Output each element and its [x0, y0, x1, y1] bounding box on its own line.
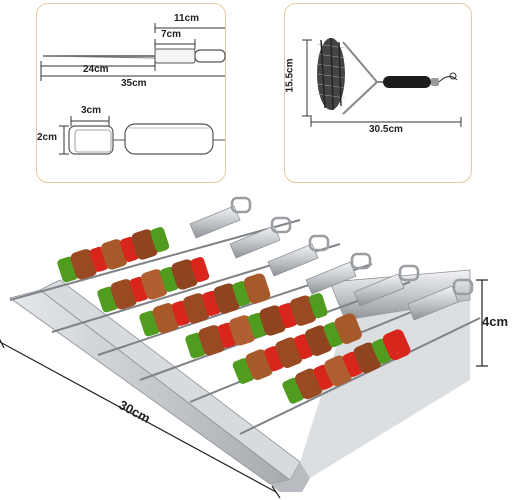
kebab-rack-photo — [0, 196, 488, 499]
grip-width-label: 7cm — [161, 29, 182, 40]
base-height-label: 2cm — [37, 132, 58, 143]
head-width-label: 11cm — [174, 13, 200, 24]
brush-height-label: 15.5cm — [284, 58, 296, 93]
rack-height-label: 4cm — [482, 314, 509, 329]
base-width-label: 3cm — [81, 105, 102, 116]
skewer-dimensions-panel: 11cm 7cm 24cm 35cm 3cm 2cm — [36, 3, 226, 183]
total-length-label: 35cm — [121, 78, 147, 89]
brush-dimensions-panel: 15.5cm 30.5cm — [284, 3, 472, 183]
blade-length-label: 24cm — [83, 64, 109, 75]
grill-brush-icon — [302, 37, 462, 127]
skewer-line-drawing — [40, 23, 226, 155]
brush-length-label: 30.5cm — [369, 124, 403, 135]
